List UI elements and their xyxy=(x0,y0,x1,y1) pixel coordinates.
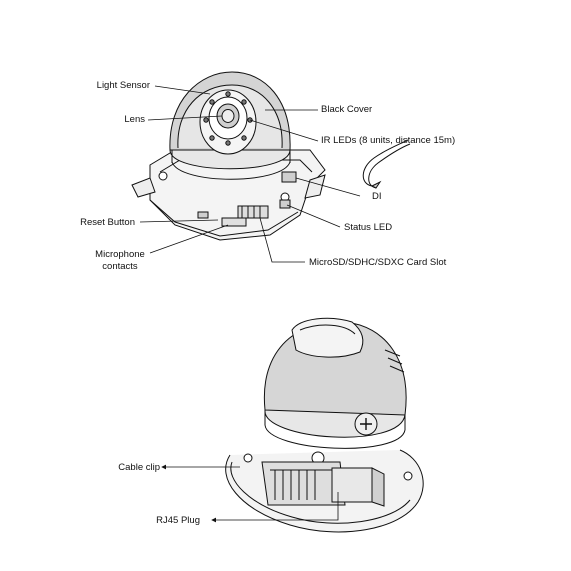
leader-mic xyxy=(149,224,229,254)
leader-rj45 xyxy=(211,492,339,523)
label-cable-clip: Cable clip xyxy=(118,462,160,473)
label-microphone-contacts-1: Microphone xyxy=(95,249,145,260)
leader-card-slot xyxy=(259,217,305,263)
label-black-cover: Black Cover xyxy=(321,104,373,115)
label-card-slot: MicroSD/SDHC/SDXC Card Slot xyxy=(309,257,447,268)
leader-status-led xyxy=(286,204,341,228)
bottom-leader-lines xyxy=(161,464,339,523)
label-reset-button: Reset Button xyxy=(80,217,135,228)
leader-ir-leds xyxy=(249,119,319,142)
leader-light-sensor xyxy=(154,85,211,95)
label-status-led: Status LED xyxy=(344,222,393,233)
label-ir-leds: IR LEDs (8 units, distance 15m) xyxy=(321,135,456,146)
label-microphone-contacts-2: contacts xyxy=(102,261,138,272)
label-rj45-plug: RJ45 Plug xyxy=(156,515,200,526)
leader-di xyxy=(295,177,361,197)
label-light-sensor: Light Sensor xyxy=(96,80,150,91)
label-lens: Lens xyxy=(124,114,145,125)
label-di: DI xyxy=(372,191,382,202)
leader-reset xyxy=(139,219,219,223)
top-camera-drawing xyxy=(131,71,411,241)
top-leader-lines xyxy=(139,85,361,263)
bottom-camera-drawing xyxy=(225,317,424,533)
leader-lens xyxy=(147,115,223,121)
